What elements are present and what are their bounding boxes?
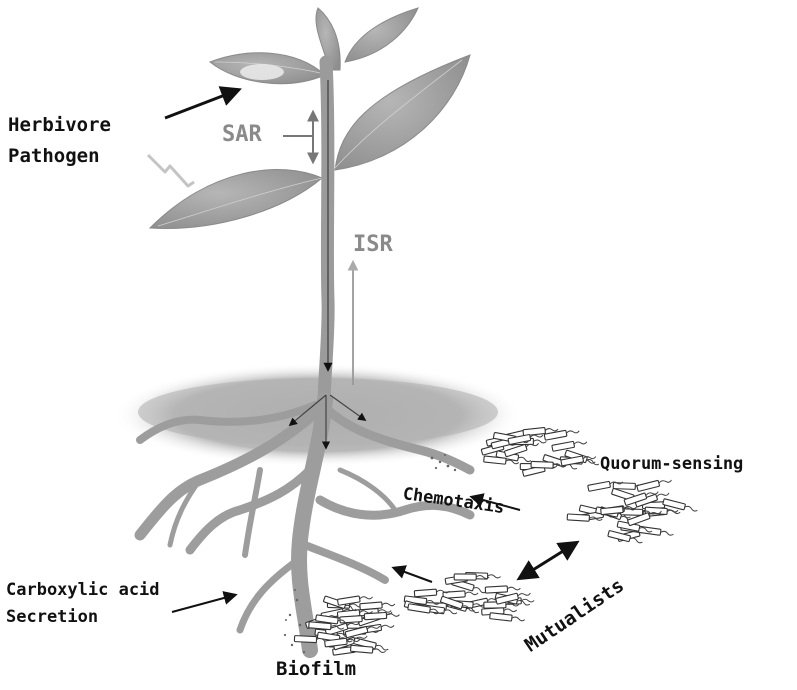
sar-arrow (283, 112, 313, 162)
bacterium (637, 477, 672, 491)
mutualism-double-arrow (520, 543, 576, 578)
leaf-top-right (345, 8, 418, 62)
secretion-label: Secretion (6, 609, 98, 626)
bacterium (350, 645, 385, 654)
pathogen-label: Pathogen (8, 147, 100, 166)
biofilm-label: Biofilm (276, 660, 356, 679)
bacterium (443, 590, 478, 598)
herbivore-damage (240, 64, 284, 80)
herbivore-label: Herbivore (8, 116, 111, 135)
pathogen-lightning-icon (148, 155, 194, 186)
bacterium (552, 439, 588, 451)
bacterium (544, 428, 580, 440)
bacterium (485, 585, 520, 593)
cluster-right (567, 477, 698, 545)
carboxylic-acid-arrow (172, 595, 235, 612)
leaf-right (335, 55, 470, 170)
leaf-lower-left (150, 170, 322, 229)
herbivore-arrow (165, 90, 238, 118)
quorum-sensing-label: Quorum-sensing (600, 456, 743, 473)
sar-label: SAR (222, 124, 262, 146)
isr-label: ISR (353, 234, 393, 256)
mutualist-recruit-arrow (394, 568, 432, 582)
bacterium (360, 601, 395, 610)
bacterium (490, 613, 525, 623)
cluster-top-right (481, 426, 600, 476)
leaves (150, 8, 470, 228)
carboxylic-acid-label: Carboxylic acid (6, 582, 160, 599)
